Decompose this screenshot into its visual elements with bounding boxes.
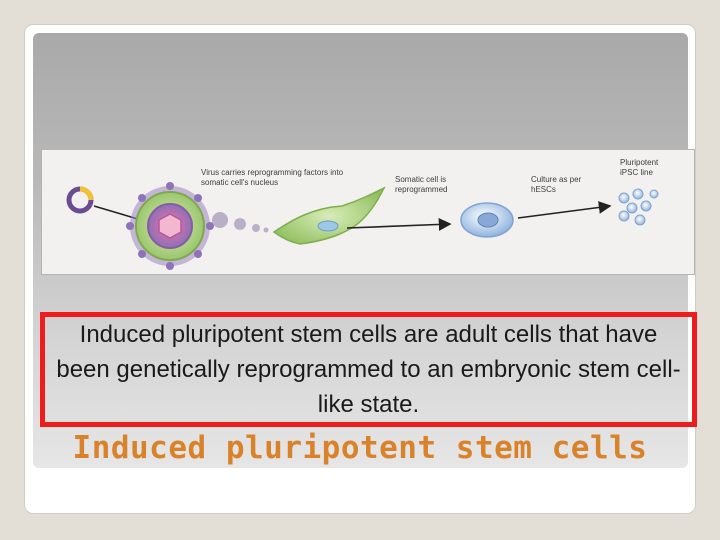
infected-cell-icon [126,182,214,270]
somatic-cell-icon [272,186,386,245]
label-culture: Culture as per hESCs [531,175,582,194]
arrow-cell-to-reprogrammed [346,218,452,231]
label-virus: Virus carries reprogramming factors into… [201,168,344,187]
virus-particles-icon [212,212,269,233]
diagram-artwork [66,182,659,270]
ipsc-cluster-icon [618,188,659,226]
reprogrammed-cell-icon [460,202,514,238]
plasmid-icon [66,186,94,214]
label-somatic: Somatic cell is reprogrammed [395,175,448,194]
arrow-reprogrammed-to-ipsc [517,201,612,219]
label-ipsc: Pluripotent iPSC line [620,158,659,177]
slide-title: Induced pluripotent stem cells [72,430,648,466]
caption-text: Induced pluripotent stem cells are adult… [56,321,681,418]
reprogramming-diagram: Virus carries reprogramming factors into… [41,149,695,275]
caption-box: Induced pluripotent stem cells are adult… [40,312,697,427]
